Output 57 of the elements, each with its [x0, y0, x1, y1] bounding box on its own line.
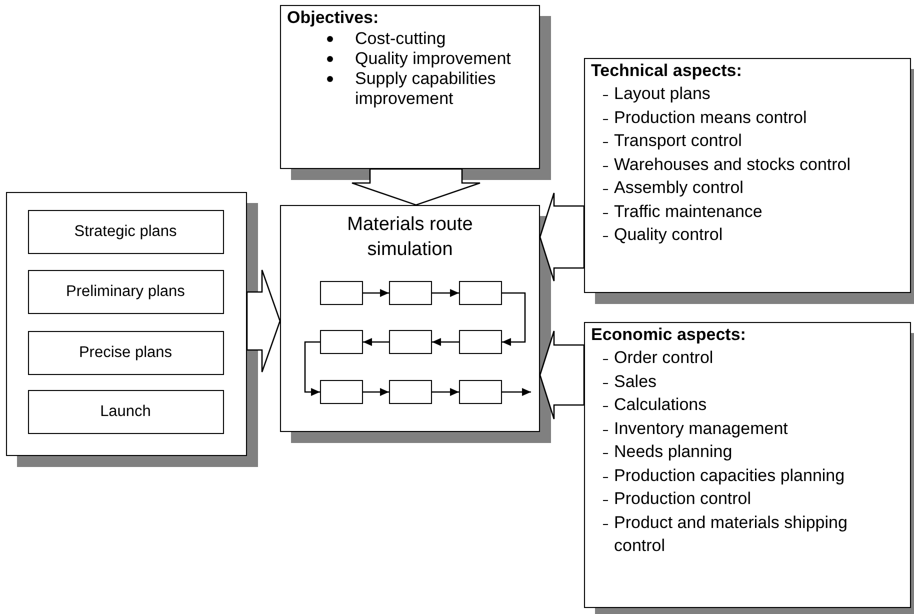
block-arrow [539, 192, 585, 282]
list-item: Production control [614, 489, 752, 508]
flow-box [388, 330, 432, 354]
flow-arrow [432, 289, 459, 297]
step-box [28, 330, 224, 374]
list-item: Warehouses and stocks control [614, 154, 851, 174]
container-box [6, 192, 247, 456]
flow-arrow [304, 341, 320, 396]
flow-box [388, 380, 432, 404]
list-item: Cost-cutting [355, 29, 446, 48]
block-arrow [539, 330, 585, 420]
box-label: Launch [99, 402, 152, 422]
list-item: Layout plans [614, 84, 710, 103]
flow-arrow [502, 388, 531, 396]
text-panel [280, 5, 540, 169]
panel-heading: Economic aspects: [591, 325, 747, 345]
list-item: Production capacities planning [614, 466, 845, 484]
list-item: Assembly control [614, 178, 744, 197]
block-arrow [351, 168, 481, 206]
flow-arrow [363, 388, 389, 396]
list-item: Quality improvement [355, 49, 511, 68]
flow-box [320, 330, 362, 354]
step-box [28, 270, 224, 314]
panel-heading: Technical aspects: [591, 61, 743, 81]
flow-arrow [502, 292, 526, 346]
text-panel [584, 58, 911, 293]
block-arrow [246, 269, 281, 373]
box-label: Preliminary plans [65, 282, 186, 302]
list-item: Traffic maintenance [614, 202, 762, 220]
flow-box [320, 380, 362, 404]
box-title: Materials route simulation [346, 213, 474, 262]
list-item: Needs planning [614, 442, 732, 461]
flow-box [388, 280, 432, 304]
box-label: Strategic plans [73, 222, 178, 242]
list-item: Calculations [614, 395, 707, 414]
box-label: Precise plans [78, 342, 174, 362]
simulation-box [280, 205, 540, 432]
list-item: Product and materials shipping control [614, 512, 848, 555]
list-item: Transport control [614, 131, 742, 150]
text-panel [584, 322, 911, 608]
list-item: Inventory management [614, 418, 788, 438]
flow-arrow [432, 338, 459, 346]
flow-arrow [432, 388, 459, 396]
flow-arrow [363, 289, 389, 297]
list-item: Sales [614, 372, 657, 390]
list-item: Quality control [614, 225, 723, 244]
list-item: Supply capabilities improvement [355, 69, 496, 108]
step-box [28, 390, 224, 434]
flow-box [320, 280, 362, 304]
list-item: Order control [614, 348, 714, 367]
flow-box [458, 330, 502, 354]
flow-box [458, 380, 502, 404]
flow-box [458, 280, 502, 304]
flow-arrow [363, 338, 389, 346]
panel-heading: Objectives: [287, 8, 380, 28]
step-box [28, 210, 224, 254]
list-item: Production means control [614, 108, 807, 126]
